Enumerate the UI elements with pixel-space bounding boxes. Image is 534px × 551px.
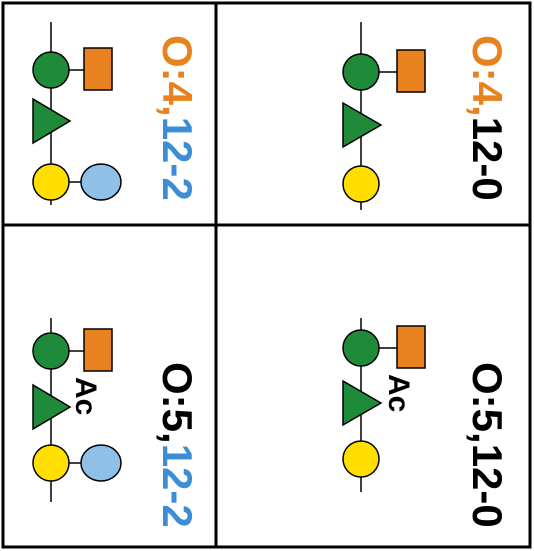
green-triangle-icon [342, 101, 383, 149]
green-triangle-icon [32, 383, 72, 431]
serotype-suffix: 12-2 [154, 444, 201, 528]
serotype-label: O:4,12-0 [464, 35, 511, 201]
serotype-suffix: 12-0 [464, 117, 511, 201]
serotype-label: O:5,12-0 [464, 362, 511, 528]
serotype-label: O:5,12-2 [154, 362, 201, 528]
acetyl-label: Ac [69, 377, 102, 415]
green-circle-icon [342, 53, 380, 91]
orange-square-icon [83, 328, 113, 372]
panel-top-right: O:4,12-0 [342, 22, 511, 210]
orange-square-icon [396, 49, 426, 93]
panel-top-left: O:4,12-2 [32, 22, 201, 205]
serotype-label: O:4,12-2 [154, 35, 201, 201]
serotype-prefix: O:5, [464, 362, 511, 444]
green-triangle-icon [32, 97, 72, 145]
acetyl-label: Ac [382, 374, 415, 412]
green-circle-icon [32, 51, 70, 89]
panel-bottom-right: Ac O:5,12-0 [342, 318, 511, 528]
orange-square-icon [83, 47, 113, 91]
light-blue-circle-icon [80, 444, 122, 482]
green-circle-icon [32, 332, 70, 370]
green-triangle-icon [342, 379, 383, 427]
yellow-circle-icon [32, 163, 70, 201]
light-blue-circle-icon [80, 163, 122, 201]
yellow-circle-icon [32, 444, 70, 482]
yellow-circle-icon [342, 165, 380, 203]
serotype-suffix: 12-0 [464, 444, 511, 528]
orange-square-icon [396, 325, 426, 369]
green-circle-icon [342, 329, 380, 367]
serotype-prefix: O:4, [464, 35, 511, 117]
serotype-suffix: 12-2 [154, 117, 201, 201]
serotype-prefix: O:5, [154, 362, 201, 444]
panel-bottom-left: Ac O:5,12-2 [32, 318, 201, 528]
yellow-circle-icon [342, 440, 380, 478]
serotype-prefix: O:4, [154, 35, 201, 117]
